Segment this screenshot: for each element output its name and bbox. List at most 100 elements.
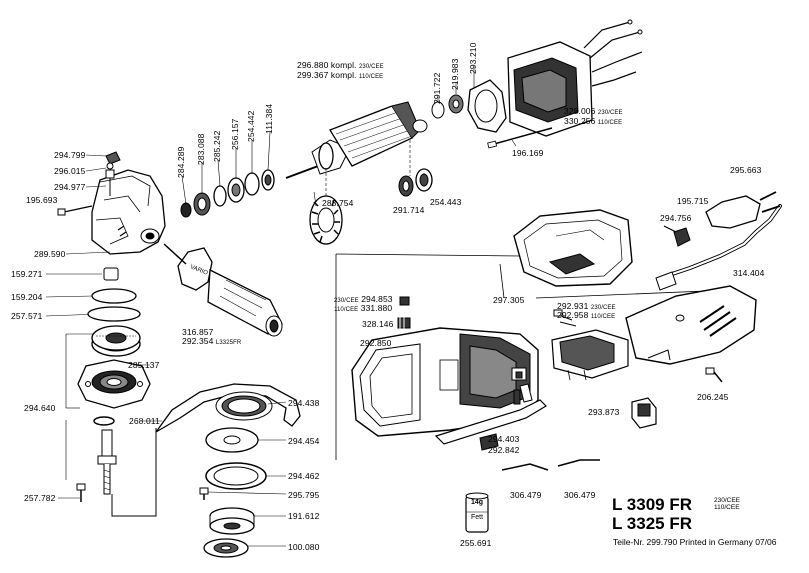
flange-bearing-plate — [77, 359, 151, 409]
part-label: 294.403 — [488, 434, 520, 444]
part-label: 330.256 110/CEE — [564, 116, 622, 128]
gear-shaft-stack — [180, 169, 275, 218]
part-number: 328.006 — [564, 106, 596, 116]
part-label: 283.088 — [196, 133, 206, 165]
part-label: 294.640 — [24, 403, 56, 413]
part-label: 328.146 — [362, 319, 394, 329]
electronics-module — [551, 309, 629, 381]
part-label: 191.612 — [288, 511, 320, 521]
part-label: 294.799 — [54, 150, 86, 160]
clamp-nut — [209, 507, 255, 535]
fan-part — [309, 168, 343, 245]
flange-ring — [205, 462, 267, 490]
part-number: 330.256 — [564, 116, 596, 126]
spindle-part — [97, 429, 117, 495]
bearing-pair — [398, 140, 433, 197]
voltage-tag: 110/CEE — [359, 74, 384, 80]
part-label: 255.691 — [460, 538, 492, 548]
part-label: 292.842 — [488, 445, 520, 455]
part-label: 294.977 — [54, 182, 86, 192]
small-part-a — [399, 296, 410, 306]
part-label: 297.305 — [493, 295, 525, 305]
part-label: 292.354 L3325FR — [182, 336, 241, 348]
small-screw — [76, 483, 86, 502]
spanner-flange — [203, 538, 249, 558]
part-label: 295.795 — [288, 490, 320, 500]
model-tag: L3325FR — [215, 340, 242, 346]
part-label: 306.479 — [564, 490, 596, 500]
leader-lines-bottom — [207, 401, 287, 547]
voltage-tag: 230/CEE — [334, 298, 359, 304]
gear-head-housing — [91, 169, 166, 255]
bevel-gear-part — [91, 325, 141, 357]
part-label: 254.443 — [430, 197, 462, 207]
part-label: 284.289 — [176, 146, 186, 178]
part-label: 196.169 — [512, 148, 544, 158]
part-label: 316.857 — [182, 327, 214, 337]
part-label: 195.715 — [677, 196, 709, 206]
part-label: 206.245 — [697, 392, 729, 402]
part-label: 111.384 — [264, 103, 274, 134]
voltage-tag: 110/CEE — [590, 314, 616, 320]
part-label: 291.722 — [432, 72, 442, 104]
part-label: 289.590 — [34, 249, 66, 259]
bracket-line — [111, 428, 157, 517]
motor-housing — [351, 327, 539, 437]
o-ring-part — [91, 288, 137, 304]
part-number: 292.931 — [557, 301, 589, 311]
part-number: 292.958 — [557, 310, 589, 320]
footer-text: Teile-Nr. 299.790 Printed in Germany 07/… — [613, 537, 777, 547]
part-label: 256.157 — [230, 118, 240, 150]
small-part-b — [397, 316, 411, 330]
rear-handle-cover — [625, 285, 757, 365]
leader-lines-left — [45, 154, 162, 499]
model-title-1: L 3309 FR — [612, 495, 693, 514]
grease-weight: 14g — [471, 499, 484, 506]
seal-ring-part — [87, 306, 141, 322]
brush-holder — [511, 367, 527, 381]
part-number: 299.367 kompl. — [297, 70, 357, 80]
part-label: 195.693 — [26, 195, 58, 205]
air-guide-ring — [467, 79, 507, 133]
clamp-flange — [205, 427, 259, 453]
part-label: 294.438 — [288, 398, 320, 408]
voltage-tag: 110/CEE — [597, 120, 623, 126]
grease-can — [465, 492, 489, 533]
part-label: 254.442 — [246, 110, 256, 142]
part-label: 295.663 — [730, 165, 762, 175]
part-label: 328.006 230/CEE — [564, 106, 623, 118]
leader-lines-top — [181, 131, 271, 205]
part-label: 292.958 110/CEE — [557, 310, 615, 322]
part-label: 292.931 230/CEE — [557, 301, 616, 313]
voltage-tag: 230/CEE — [590, 305, 616, 311]
part-label: 293.873 — [588, 407, 620, 417]
part-label: 296.880 kompl. 230/CEE — [297, 60, 384, 72]
stator-part — [507, 19, 643, 137]
long-screw — [493, 127, 553, 145]
part-label: 306.479 — [510, 490, 542, 500]
voltage-tag: 110/CEE — [714, 504, 740, 511]
part-label: 296.015 — [54, 166, 86, 176]
screw-206 — [705, 367, 723, 383]
part-label: 293.210 — [468, 42, 478, 74]
voltage-tag: 230/CEE — [714, 497, 741, 504]
switch-293 — [631, 397, 657, 429]
switch-rod — [434, 383, 547, 445]
part-label: 219.983 — [450, 58, 460, 90]
part-label: 283.754 — [322, 198, 354, 208]
cable-part — [655, 204, 782, 291]
voltage-tag: 230/CEE — [359, 64, 384, 70]
part-label: 257.571 — [11, 311, 43, 321]
part-label: 268.011 — [129, 416, 160, 426]
part-label: 159.271 — [11, 269, 43, 279]
carbon-brush-springs — [501, 459, 600, 471]
rear-handle-half — [513, 209, 633, 287]
plug-part — [705, 191, 781, 229]
part-number: 296.880 kompl. — [297, 60, 357, 70]
grease-text: Fett — [471, 514, 484, 521]
spacer-ring — [93, 416, 115, 426]
part-label: 299.367 kompl. 110/CEE — [297, 70, 383, 82]
model-title-2: L 3325 FR — [612, 514, 693, 533]
